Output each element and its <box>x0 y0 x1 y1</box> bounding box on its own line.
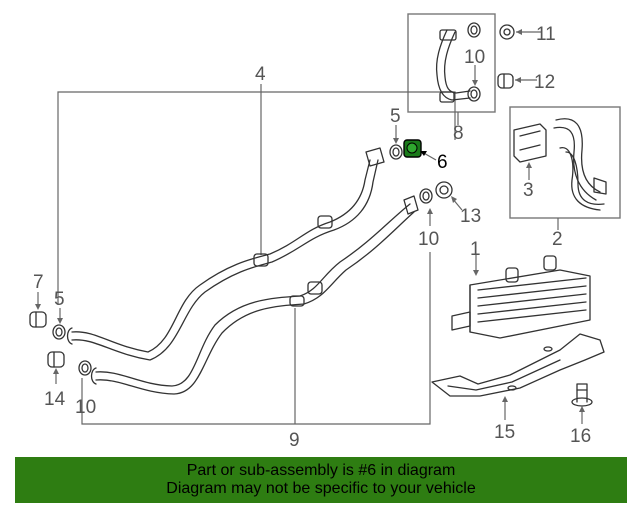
upper-cooler-line <box>66 147 385 361</box>
callout-15: 15 <box>494 422 515 443</box>
nut-12 <box>497 73 514 89</box>
callout-16: 16 <box>570 426 591 447</box>
callout-10-left: 10 <box>75 397 96 418</box>
shield-15 <box>431 333 605 397</box>
seal-10-left <box>78 360 92 376</box>
lower-cooler-line <box>90 195 419 395</box>
bracket-9 <box>81 252 431 425</box>
inset-box-2 <box>509 106 621 219</box>
nut-7 <box>29 311 47 328</box>
hose-8 <box>435 29 471 103</box>
callout-8: 8 <box>453 123 464 144</box>
inset-box-8 <box>407 13 496 113</box>
callout-9: 9 <box>289 430 300 451</box>
bracket-4 <box>57 91 456 305</box>
banner-line-1: Part or sub-assembly is #6 in diagram <box>186 462 456 479</box>
oil-cooler-1 <box>451 255 591 339</box>
callout-12: 12 <box>534 72 555 93</box>
callout-7: 7 <box>33 272 44 293</box>
leader-arrows <box>35 29 585 424</box>
callout-14: 14 <box>44 389 66 410</box>
bolt-11 <box>499 24 515 40</box>
banner-line-2: Diagram may not be specific to your vehi… <box>166 480 476 497</box>
fitting-13 <box>435 181 453 199</box>
nut-14 <box>47 351 65 368</box>
hose-assembly-2 <box>553 118 607 211</box>
callout-5-left: 5 <box>54 289 65 310</box>
info-banner: Part or sub-assembly is #6 in diagram Di… <box>15 457 627 503</box>
callout-10-inset: 10 <box>464 47 485 68</box>
callout-6: 6 <box>437 152 448 173</box>
callout-4: 4 <box>255 64 266 85</box>
bolt-16 <box>571 383 593 407</box>
seal-5-left <box>52 324 66 340</box>
callout-5-top: 5 <box>390 106 401 127</box>
callout-11: 11 <box>536 24 556 45</box>
callout-3: 3 <box>523 180 534 201</box>
seal-10-inset-top <box>467 22 481 38</box>
callout-2: 2 <box>552 229 563 250</box>
seal-5-top <box>389 144 403 160</box>
seal-10-inset-bottom <box>467 86 481 102</box>
valve-3 <box>513 123 547 163</box>
callout-13: 13 <box>460 206 481 227</box>
callout-10-mid: 10 <box>418 229 439 250</box>
fitting-6-highlighted <box>403 139 422 158</box>
seal-10-mid <box>419 188 433 204</box>
callout-1: 1 <box>470 239 481 260</box>
